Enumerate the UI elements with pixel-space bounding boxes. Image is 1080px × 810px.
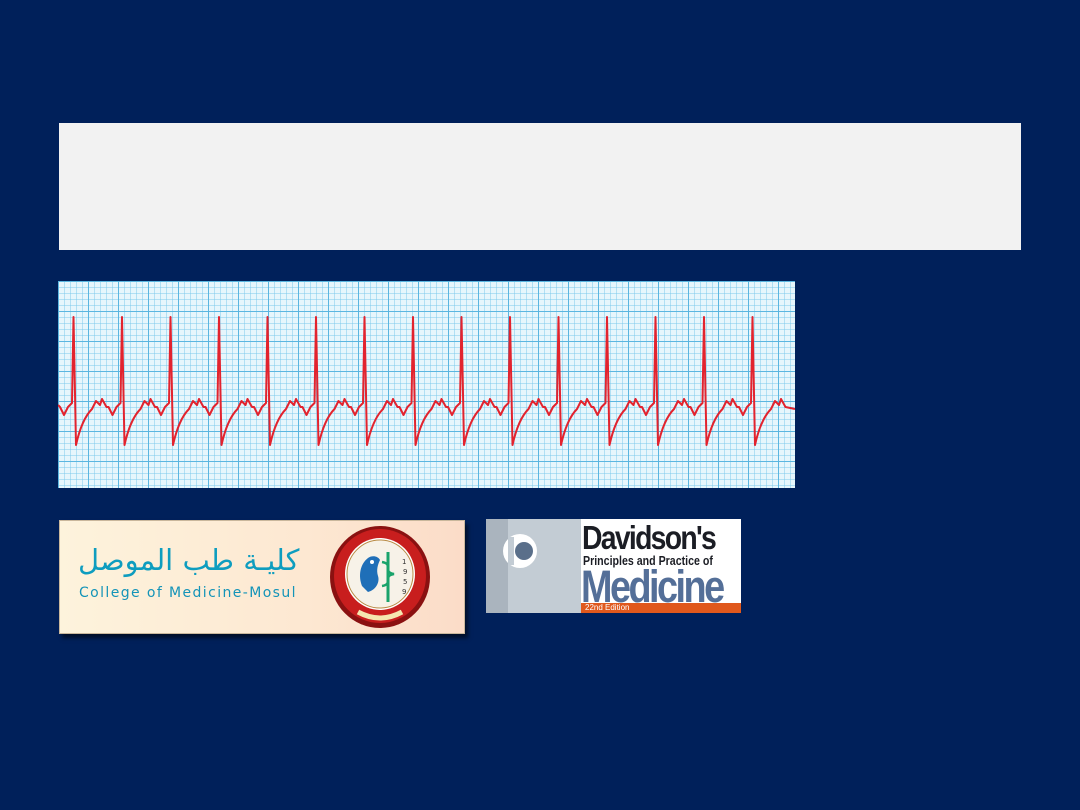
davidson-cover-panel (486, 519, 581, 613)
davidson-name: Davidson's (582, 519, 717, 556)
davidson-edition: 22nd Edition (581, 603, 741, 613)
davidsons-medicine-book-logo: Davidson's Principles and Practice of Me… (486, 519, 741, 613)
slide-title-box (59, 123, 1021, 250)
svg-text:5: 5 (403, 578, 407, 586)
davidson-subtitle: Principles and Practice of (583, 554, 713, 568)
svg-text:9: 9 (402, 588, 406, 596)
college-of-medicine-mosul-logo: كليـة طب الموصل College of Medicine-Mosu… (59, 520, 465, 634)
svg-text:1: 1 (402, 558, 406, 566)
mosul-arabic-name: كليـة طب الموصل (78, 543, 300, 577)
mosul-english-name: College of Medicine-Mosul (79, 585, 297, 601)
ecg-strip-image (58, 281, 795, 488)
ecg-trace (58, 281, 795, 488)
mosul-seal-icon: 1 9 5 9 (330, 526, 430, 628)
svg-text:9: 9 (403, 568, 407, 576)
davidson-circle-icon (486, 519, 581, 613)
